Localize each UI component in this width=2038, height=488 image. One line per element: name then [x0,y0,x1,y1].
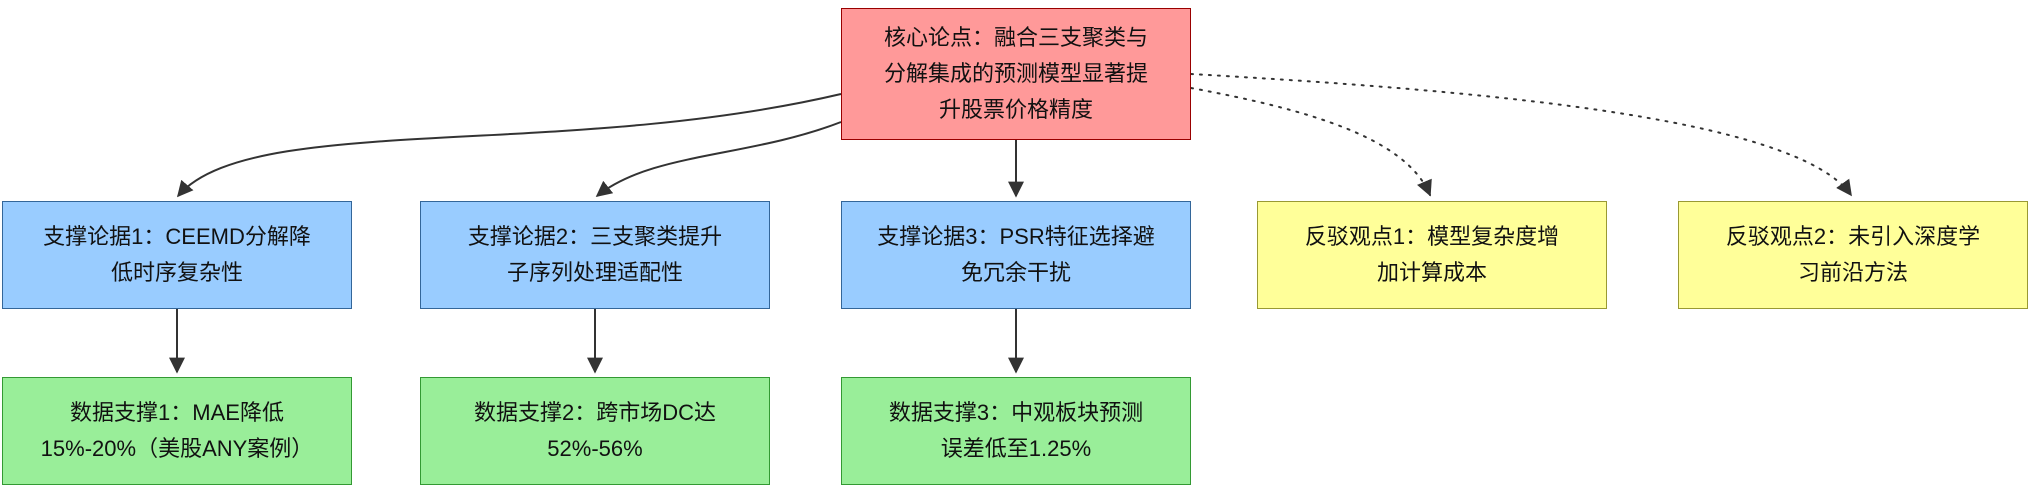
node-core-thesis: 核心论点：融合三支聚类与 分解集成的预测模型显著提 升股票价格精度 [841,8,1191,140]
node-evidence-2: 数据支撑2：跨市场DC达 52%-56% [420,377,770,485]
node-support-2: 支撑论据2：三支聚类提升 子序列处理适配性 [420,201,770,309]
node-rebuttal-1: 反驳观点1：模型复杂度增 加计算成本 [1257,201,1607,309]
node-evidence-1: 数据支撑1：MAE降低 15%-20%（美股ANY案例） [2,377,352,485]
node-rebuttal-2: 反驳观点2：未引入深度学 习前沿方法 [1678,201,2028,309]
edge-core-to-rebuttal1 [1190,87,1432,197]
edge-core-to-support1 [176,93,842,198]
node-support-1: 支撑论据1：CEEMD分解降 低时序复杂性 [2,201,352,309]
edge-core-to-rebuttal2 [1190,73,1852,197]
edge-core-to-support2 [595,121,842,197]
node-evidence-3: 数据支撑3：中观板块预测 误差低至1.25% [841,377,1191,485]
node-support-3: 支撑论据3：PSR特征选择避 免冗余干扰 [841,201,1191,309]
